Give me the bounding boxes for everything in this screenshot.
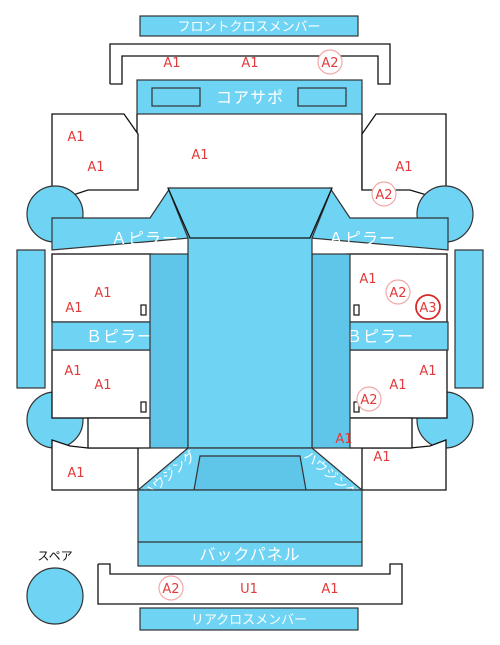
damage-mark-label: A1	[359, 272, 376, 287]
damage-mark-a1[interactable]: A1	[94, 286, 111, 301]
damage-mark-a1[interactable]: A1	[419, 364, 436, 379]
right-side-sill[interactable]	[454, 249, 484, 389]
damage-mark-a1[interactable]: A1	[373, 450, 390, 465]
left-inner-rocker[interactable]	[149, 253, 189, 449]
damage-mark-label: A1	[373, 450, 390, 465]
rear-left-wheelwell	[87, 417, 151, 449]
damage-mark-u1[interactable]: U1	[240, 582, 258, 597]
damage-mark-label: A1	[163, 56, 180, 71]
damage-mark-ring	[415, 294, 441, 320]
damage-mark-label: A2	[162, 582, 179, 597]
damage-mark-ring	[356, 386, 382, 412]
damage-mark-label: A1	[67, 130, 84, 145]
damage-mark-a1[interactable]: A1	[321, 582, 338, 597]
a-pillar-left-label: Ａピラー	[111, 229, 179, 248]
front-cross-member-frame[interactable]	[109, 43, 391, 85]
front-right-fender[interactable]	[361, 113, 447, 197]
damage-mark-ring	[371, 181, 397, 207]
damage-mark-a1[interactable]: A1	[67, 130, 84, 145]
damage-mark-a2[interactable]: A2	[371, 181, 397, 207]
left-front-door-area[interactable]	[51, 253, 153, 323]
core-support[interactable]	[136, 79, 363, 115]
damage-mark-a1[interactable]: A1	[389, 378, 406, 393]
damage-mark-label: A3	[419, 301, 436, 316]
damage-mark-label: A1	[191, 148, 208, 163]
damage-mark-label: A2	[321, 56, 338, 71]
marker-right-rear	[353, 401, 360, 413]
damage-mark-a1[interactable]: A1	[241, 56, 258, 71]
damage-mark-a2[interactable]: A2	[317, 49, 343, 75]
damage-mark-label: A1	[94, 378, 111, 393]
damage-mark-label: A1	[67, 466, 84, 481]
left-side-sill[interactable]	[16, 249, 46, 389]
spare-tire[interactable]	[26, 567, 84, 625]
a-pillar-right-label: Ａピラー	[328, 229, 396, 248]
damage-mark-a1[interactable]: A1	[64, 364, 81, 379]
rear-right-wheelwell	[347, 417, 413, 449]
damage-mark-label: A1	[87, 160, 104, 175]
damage-mark-a1[interactable]: A1	[65, 301, 82, 316]
trunk-floor-inner	[193, 455, 307, 491]
back-panel-label: バックパネル	[199, 545, 300, 564]
damage-mark-a2[interactable]: A2	[385, 279, 411, 305]
back-panel[interactable]	[137, 489, 363, 567]
windshield-line	[167, 187, 333, 239]
damage-mark-a3[interactable]: A3	[415, 294, 441, 320]
damage-mark-ring	[385, 279, 411, 305]
damage-mark-label: A2	[375, 188, 392, 203]
rear-cross-member-label: リアクロスメンバー	[191, 613, 307, 628]
core-support-right-slot	[297, 87, 347, 107]
damage-mark-ring	[158, 575, 184, 601]
damage-mark-label: A2	[389, 286, 406, 301]
damage-mark-a1[interactable]: A1	[163, 56, 180, 71]
front-cross-member-label: フロントクロスメンバー	[177, 20, 320, 35]
damage-mark-label: A1	[395, 160, 412, 175]
damage-mark-label: A1	[335, 432, 352, 447]
damage-mark-label: A1	[419, 364, 436, 379]
right-inner-rocker[interactable]	[311, 253, 351, 449]
marker-left-front	[140, 304, 147, 316]
front-left-fender[interactable]	[51, 113, 139, 197]
core-support-left-slot	[151, 87, 201, 107]
damage-mark-label: A1	[94, 286, 111, 301]
damage-mark-a1[interactable]: A1	[67, 466, 84, 481]
roof-panel[interactable]	[167, 187, 333, 449]
damage-mark-label: A1	[389, 378, 406, 393]
damage-mark-label: A1	[64, 364, 81, 379]
damage-mark-label: A1	[65, 301, 82, 316]
rear-cross-member-frame[interactable]	[97, 563, 403, 605]
damage-mark-a2[interactable]: A2	[356, 386, 382, 412]
damage-mark-label: A2	[360, 393, 377, 408]
core-support-label: コアサポ	[216, 88, 284, 107]
damage-mark-ring	[317, 49, 343, 75]
damage-mark-a1[interactable]: A1	[359, 272, 376, 287]
b-pillar-left-label: Ｂピラー	[86, 327, 154, 346]
damage-mark-a2[interactable]: A2	[158, 575, 184, 601]
spare-label: スペア	[37, 549, 72, 563]
damage-mark-label: U1	[240, 582, 258, 597]
damage-mark-a1[interactable]: A1	[87, 160, 104, 175]
marker-right-front	[353, 304, 360, 316]
damage-mark-a1[interactable]: A1	[395, 160, 412, 175]
marker-left-rear	[140, 401, 147, 413]
damage-mark-a1[interactable]: A1	[335, 432, 352, 447]
rear-cross-member-bar[interactable]	[139, 607, 359, 631]
b-pillar-right-label: Ｂピラー	[346, 327, 414, 346]
damage-mark-a1[interactable]: A1	[94, 378, 111, 393]
damage-mark-label: A1	[241, 56, 258, 71]
damage-mark-a1[interactable]: A1	[191, 148, 208, 163]
damage-mark-label: A1	[321, 582, 338, 597]
front-cross-member-bar[interactable]	[139, 15, 359, 37]
